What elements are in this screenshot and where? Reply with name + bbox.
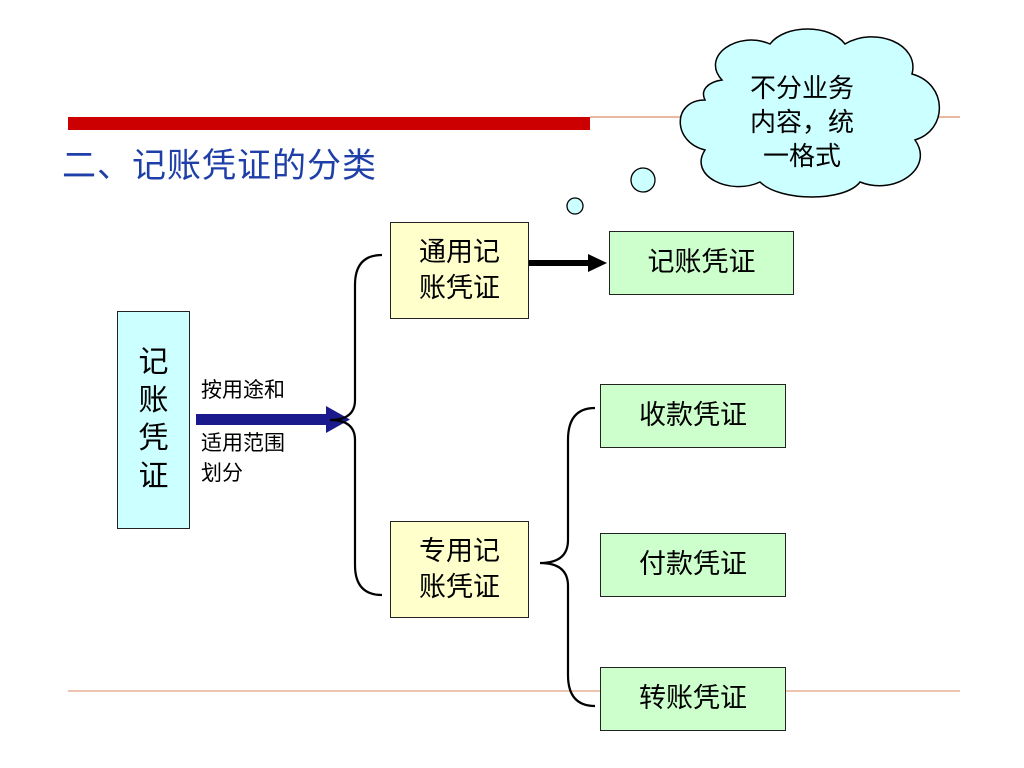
root-char: 证 <box>138 459 169 494</box>
special-line: 账凭证 <box>419 571 500 603</box>
receipt-voucher-box: 收款凭证 <box>600 384 786 448</box>
transfer-voucher-box: 转账凭证 <box>600 667 786 731</box>
special-voucher-box: 专用记 账凭证 <box>390 521 529 618</box>
main-brace <box>329 253 383 597</box>
cloud-line: 一格式 <box>762 142 841 172</box>
page-title: 二、记账凭证的分类 <box>62 146 377 186</box>
criterion-line: 划分 <box>201 461 243 485</box>
thought-cloud <box>508 28 941 235</box>
criterion-label-bottom: 适用范围 划分 <box>201 428 285 488</box>
special-brace <box>539 406 596 708</box>
root-char: 凭 <box>138 421 169 456</box>
general-result-box: 记账凭证 <box>609 231 794 295</box>
cloud-callout-text: 不分业务 内容，统 一格式 <box>726 72 878 174</box>
general-voucher-box: 通用记 账凭证 <box>390 222 529 319</box>
criterion-label-top: 按用途和 <box>201 378 285 402</box>
root-char: 记 <box>138 345 169 380</box>
top-red-bar <box>68 117 590 130</box>
cloud-line: 不分业务 <box>749 74 854 104</box>
general-arrow <box>529 254 607 272</box>
payment-voucher-box: 付款凭证 <box>600 533 786 597</box>
general-line: 账凭证 <box>419 272 500 304</box>
general-line: 通用记 <box>419 236 500 268</box>
criterion-line: 适用范围 <box>201 431 285 455</box>
root-voucher-box: 记 账 凭 证 <box>117 311 190 529</box>
special-line: 专用记 <box>419 535 500 567</box>
root-char: 账 <box>138 383 169 418</box>
cloud-line: 内容，统 <box>749 108 854 138</box>
